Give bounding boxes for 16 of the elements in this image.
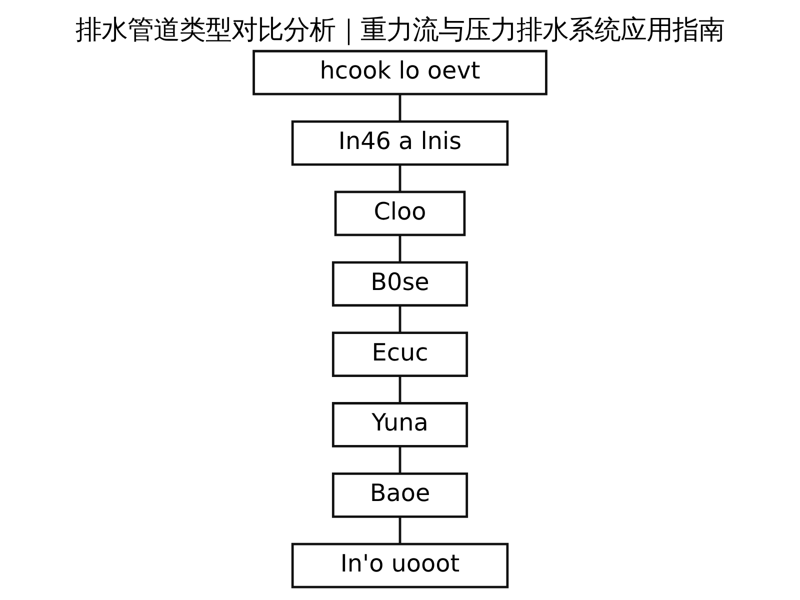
connector bbox=[398, 446, 402, 474]
diagram-title: 排水管道类型对比分析｜重力流与压力排水系统应用指南 bbox=[76, 16, 724, 46]
node-box: Ecuc bbox=[332, 332, 468, 377]
connector bbox=[398, 94, 402, 122]
node-box: hcook lo oevt bbox=[252, 50, 548, 96]
node-box: Baoe bbox=[332, 472, 468, 518]
connector bbox=[398, 376, 402, 404]
node-box: Yuna bbox=[332, 402, 468, 448]
connector bbox=[398, 164, 402, 192]
node-box: B0se bbox=[332, 261, 468, 307]
node-box: Cloo bbox=[334, 190, 466, 236]
node-box: In46 a lnis bbox=[291, 120, 509, 166]
connector bbox=[398, 235, 402, 262]
connector bbox=[398, 306, 402, 333]
connector bbox=[398, 516, 402, 544]
node-box: In'o uooot bbox=[291, 542, 509, 588]
